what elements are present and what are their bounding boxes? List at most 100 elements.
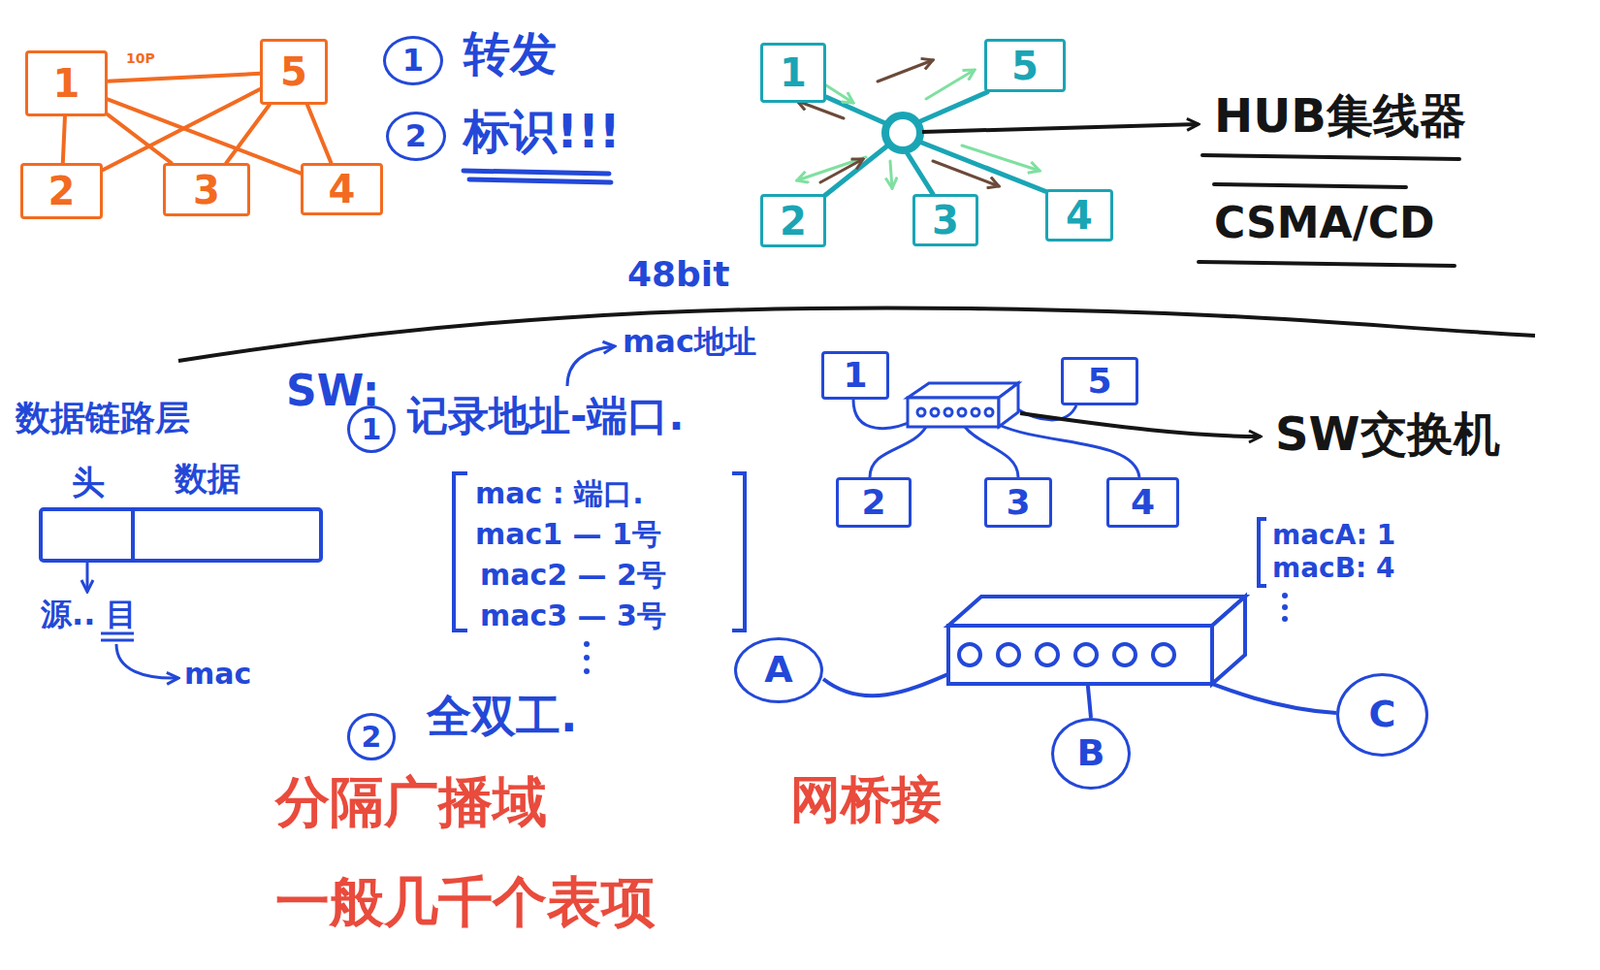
host-box: 5	[984, 38, 1066, 93]
note-text: 转发	[463, 27, 557, 81]
mesh-link	[102, 89, 260, 170]
note-text: 转发	[463, 27, 557, 81]
hub-symbol	[885, 115, 921, 151]
node-label: 3	[192, 168, 221, 212]
port	[944, 408, 953, 416]
wire	[869, 426, 927, 478]
host-box: 5	[259, 38, 328, 105]
double-underline	[100, 633, 134, 640]
switch-side	[998, 383, 1019, 427]
note-text: 记录地址-端口.	[407, 392, 684, 440]
frame-field: 数据	[174, 459, 241, 498]
mesh-link	[107, 114, 172, 163]
pointer-arrow	[567, 346, 615, 386]
underline-stroke	[469, 179, 611, 183]
circled-number: 2	[347, 712, 396, 761]
bracket	[453, 473, 468, 631]
host-circle: A	[734, 637, 824, 704]
dot	[583, 668, 590, 674]
note-text: 全双工.	[426, 690, 577, 742]
node-label: 3	[1005, 482, 1030, 522]
switch-top	[948, 596, 1246, 626]
underline-stroke	[1214, 184, 1407, 188]
table-cell: mac : 端口.	[475, 477, 644, 512]
node-label: 4	[1065, 193, 1093, 237]
note-text: 一般几千个表项	[275, 870, 656, 933]
table-cell: mac2 — 2号	[480, 558, 667, 593]
underline-stroke	[463, 170, 609, 174]
table-cell: mac1 — 1号	[475, 517, 662, 552]
table-cell: mac1 — 1号	[475, 517, 662, 552]
port	[971, 408, 980, 416]
table-cell: mac : 端口.	[475, 477, 644, 512]
node-label: 3	[931, 198, 960, 242]
frame-field: 源.. 目	[40, 596, 137, 633]
table-cell: macB: 4	[1272, 552, 1395, 584]
note-text: 记录地址-端口.	[407, 392, 684, 440]
note-text: 分隔广播域	[275, 770, 547, 833]
pointer-arrow	[116, 643, 179, 678]
node-label: 1	[361, 413, 383, 446]
hub-spokes	[824, 92, 1048, 196]
device-name: HUB集线器	[1214, 89, 1467, 143]
port	[997, 643, 1020, 666]
wire	[964, 426, 1019, 478]
node-label: 2	[861, 482, 886, 522]
note-text: mac地址	[622, 323, 757, 360]
port	[1114, 643, 1136, 666]
switch-side	[1212, 596, 1246, 684]
host-box: 1	[760, 42, 827, 103]
host-box: 3	[162, 162, 251, 217]
host-box: 2	[20, 162, 103, 220]
host-box: 1	[821, 351, 890, 400]
device-name: SW交换机	[1275, 407, 1501, 461]
node-label: 4	[328, 167, 356, 211]
node-label: 2	[48, 169, 76, 213]
note-text: 网桥接	[790, 770, 942, 830]
table-cell: macB: 4	[1272, 552, 1395, 584]
host-box: 1	[25, 50, 108, 117]
frame-box	[40, 509, 321, 561]
ellipsis-dots	[583, 640, 590, 674]
table-cell: mac3 — 3号	[480, 599, 667, 634]
device-name: SW交换机	[1275, 407, 1501, 461]
node-label: 1	[779, 51, 807, 95]
circled-number: 1	[383, 35, 444, 86]
signal-arrow	[820, 159, 864, 183]
port	[985, 408, 993, 416]
switch-front	[948, 625, 1213, 684]
note-text: 标识!!!	[463, 104, 621, 159]
table-cell: macA: 1	[1272, 519, 1396, 551]
frame-symbol	[40, 509, 321, 561]
note-text: 全双工.	[426, 690, 577, 742]
dot	[583, 640, 590, 647]
frame-field: mac	[184, 657, 252, 692]
underline-stroke	[100, 632, 134, 636]
switch-front	[907, 397, 999, 427]
line-label: 10P	[126, 50, 156, 66]
node-label: C	[1369, 694, 1397, 736]
signal-arrow	[797, 100, 844, 119]
host-box: 3	[912, 193, 979, 247]
table-cell: macA: 1	[1272, 519, 1396, 551]
note-text: 网桥接	[790, 770, 942, 830]
note-text: 48bit	[627, 254, 730, 294]
note-text: 标识!!!	[463, 104, 621, 159]
host-box: 4	[1045, 189, 1114, 242]
node-label: B	[1077, 733, 1106, 774]
section-heading: SW:	[286, 366, 380, 416]
frame-field: 头	[71, 463, 105, 502]
note-text: 分隔广播域	[275, 770, 547, 833]
switch-symbol	[907, 383, 1019, 427]
node-label: 5	[1087, 361, 1112, 401]
dot	[583, 654, 590, 661]
table-cell: mac3 — 3号	[480, 599, 667, 634]
section-heading: SW:	[286, 366, 380, 416]
mesh-link	[63, 116, 65, 163]
node-label: 5	[1011, 44, 1039, 88]
node-label: 2	[779, 199, 807, 243]
bracket	[732, 473, 745, 631]
frame-field: 头	[71, 463, 105, 502]
spoke	[906, 152, 933, 194]
